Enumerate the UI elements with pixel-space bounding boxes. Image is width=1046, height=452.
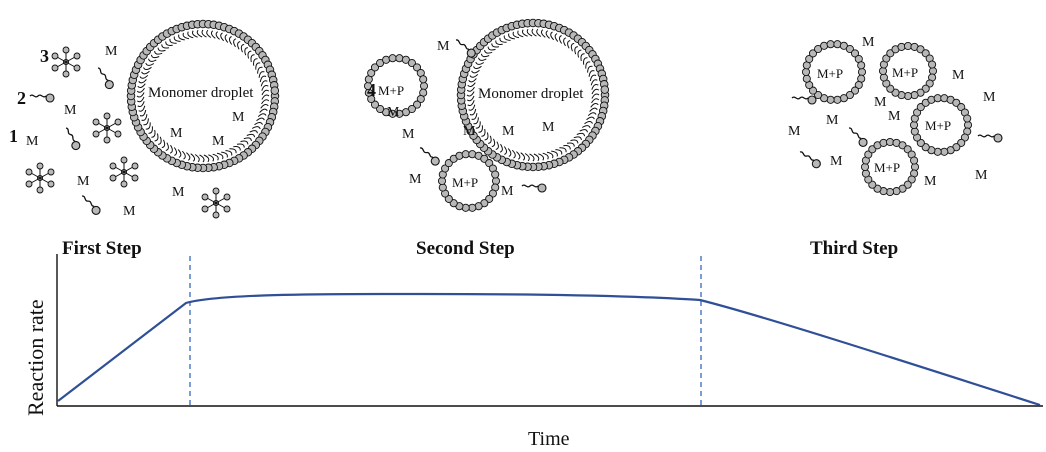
polymer-particle-label: M+P xyxy=(378,83,404,98)
monomer-label: M xyxy=(888,109,901,124)
surfactant-molecule-icon xyxy=(415,145,442,168)
polymer-particle-label: M+P xyxy=(817,66,843,81)
label-2: 2 xyxy=(17,88,26,108)
polymer-particle-icon xyxy=(363,54,429,118)
monomer-label: M xyxy=(105,44,118,59)
surfactant-molecule-icon xyxy=(92,66,116,91)
monomer-label: M xyxy=(212,134,225,149)
monomer-label: M xyxy=(874,95,887,110)
polymer-particle-icon xyxy=(801,40,867,104)
third-step-panel: M+P M+P M+P M+P M M M M M M M M M M xyxy=(788,35,1003,197)
polymer-particle-icon xyxy=(437,150,501,212)
third-step-title: Third Step xyxy=(810,238,898,259)
monomer-label: M xyxy=(409,172,422,187)
reaction-rate-curve xyxy=(57,292,1041,407)
monomer-label: M xyxy=(64,103,77,118)
monomer-droplet-icon xyxy=(456,18,610,172)
micelle-icon xyxy=(201,187,231,219)
micelle-icon xyxy=(109,156,139,188)
x-axis-label: Time xyxy=(528,428,570,450)
monomer-label: M xyxy=(952,68,965,83)
monomer-label: M xyxy=(463,124,476,139)
monomer-droplet-icon xyxy=(126,19,280,173)
micelle-icon xyxy=(51,46,81,78)
polymer-particle-icon xyxy=(878,41,938,101)
label-3: 3 xyxy=(40,46,49,66)
monomer-label: M xyxy=(232,110,245,125)
monomer-label: M xyxy=(826,113,839,128)
label-4: 4 xyxy=(367,80,376,100)
monomer-label: M xyxy=(437,39,450,54)
polymer-particle-label: M+P xyxy=(892,65,918,80)
y-axis-label: Reaction rate xyxy=(23,299,48,416)
label-1: 1 xyxy=(9,126,18,146)
surfactant-molecule-icon xyxy=(791,95,817,105)
monomer-label: M xyxy=(862,35,875,50)
surfactant-molecule-icon xyxy=(844,125,870,149)
monomer-label: M xyxy=(77,174,90,189)
monomer-label: M xyxy=(123,204,136,219)
droplet-label: Monomer droplet xyxy=(478,86,584,102)
monomer-label: M xyxy=(501,184,514,199)
monomer-label: M xyxy=(387,105,400,120)
polymer-particle-label: M+P xyxy=(925,118,951,133)
monomer-label: M xyxy=(172,185,185,200)
monomer-label: M xyxy=(924,174,937,189)
surfactant-molecule-icon xyxy=(60,126,83,152)
monomer-label: M xyxy=(170,126,183,141)
monomer-label: M xyxy=(788,124,801,139)
micelle-icon xyxy=(25,162,55,194)
monomer-label: M xyxy=(983,90,996,105)
monomer-label: M xyxy=(975,168,988,183)
surfactant-molecule-icon xyxy=(521,183,547,193)
surfactant-molecule-icon xyxy=(796,149,823,170)
polymer-particle-label: M+P xyxy=(874,160,900,175)
monomer-label: M xyxy=(830,154,843,169)
surfactant-molecule-icon xyxy=(977,133,1003,143)
monomer-label: M xyxy=(26,134,39,149)
first-step-panel: 3 2 1 M M M M M M M M M Monomer droplet xyxy=(9,19,280,219)
surfactant-molecule-icon xyxy=(77,193,103,217)
monomer-label: M xyxy=(542,120,555,135)
second-step-panel: 4 M+P M+P Monomer droplet M M M M M M M … xyxy=(363,18,610,212)
polymer-particle-label: M+P xyxy=(452,175,478,190)
polymer-particle-icon xyxy=(909,94,973,156)
monomer-label: M xyxy=(502,124,515,139)
first-step-title: First Step xyxy=(62,238,142,259)
polymer-particle-icon xyxy=(860,137,920,197)
second-step-title: Second Step xyxy=(416,238,515,259)
monomer-label: M xyxy=(402,127,415,142)
surfactant-molecule-icon xyxy=(29,93,55,103)
reaction-rate-plot: Reaction rate Time xyxy=(23,254,1043,450)
micelle-icon xyxy=(92,112,122,144)
droplet-label: Monomer droplet xyxy=(148,85,254,101)
